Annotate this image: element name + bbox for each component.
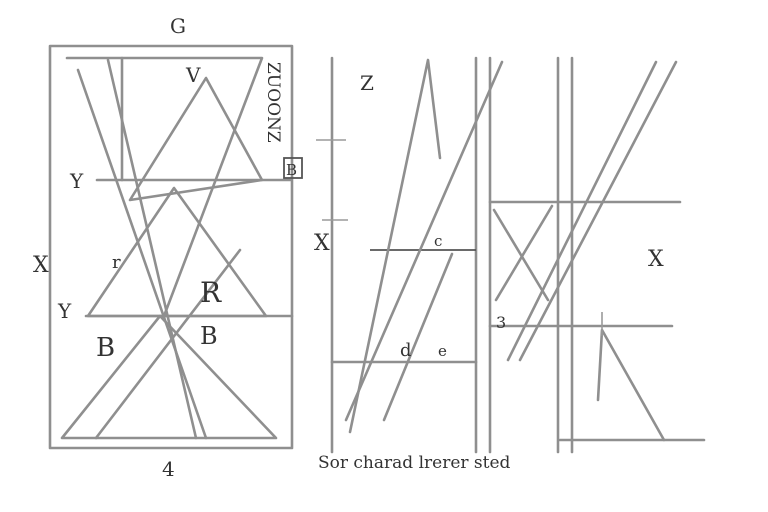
right-figure: Z X c d e 3 X (314, 56, 706, 454)
right-diagonal-short (382, 252, 454, 422)
bottom-label: 4 (162, 457, 175, 481)
left-diagonal-b (106, 58, 198, 440)
right-small-label-d: 3 (496, 313, 506, 332)
left-small-box (283, 157, 303, 179)
right-diagonal-far-a (506, 60, 658, 362)
side-vertical-text: ZUOONZ (263, 62, 283, 143)
right-diagonal-long (344, 60, 504, 422)
lower-triangle (60, 314, 278, 440)
upper-inverted-triangle (65, 56, 264, 318)
right-left-label: X (314, 231, 330, 256)
center-right-bottom-label: B (200, 322, 218, 350)
apex-triangle (128, 76, 264, 202)
left-diagonal-c (94, 248, 242, 440)
right-top-left-label: Z (360, 71, 374, 95)
right-small-label-c: e (438, 342, 447, 360)
left-frame (48, 44, 294, 450)
right-lower-wedge (596, 328, 666, 442)
right-small-label-b: d (400, 340, 412, 361)
center-right-top-label: R (200, 276, 222, 309)
upper-left-label: Y (69, 169, 84, 193)
mid-left-label: X (33, 253, 49, 278)
right-cross-b (494, 204, 554, 302)
right-diagonal-far-b (518, 60, 678, 362)
right-cross-a (492, 208, 550, 302)
left-figure: G 4 ZUOONZ V Y B X r Y B R B (33, 14, 303, 481)
box-right-label: B (286, 161, 297, 179)
lower-left-letter: B (96, 333, 115, 363)
lower-left-label: Y (57, 299, 72, 323)
apex-label: V (185, 63, 201, 87)
right-right-label: X (648, 247, 664, 272)
top-label: G (170, 14, 186, 38)
right-spike (348, 58, 442, 434)
small-mark-label: r (112, 252, 121, 273)
right-small-label-a: c (434, 232, 442, 250)
left-diagonal-a (76, 68, 208, 440)
middle-triangle (86, 186, 268, 318)
figure-caption: Sor charad lrerer sted (318, 453, 511, 473)
